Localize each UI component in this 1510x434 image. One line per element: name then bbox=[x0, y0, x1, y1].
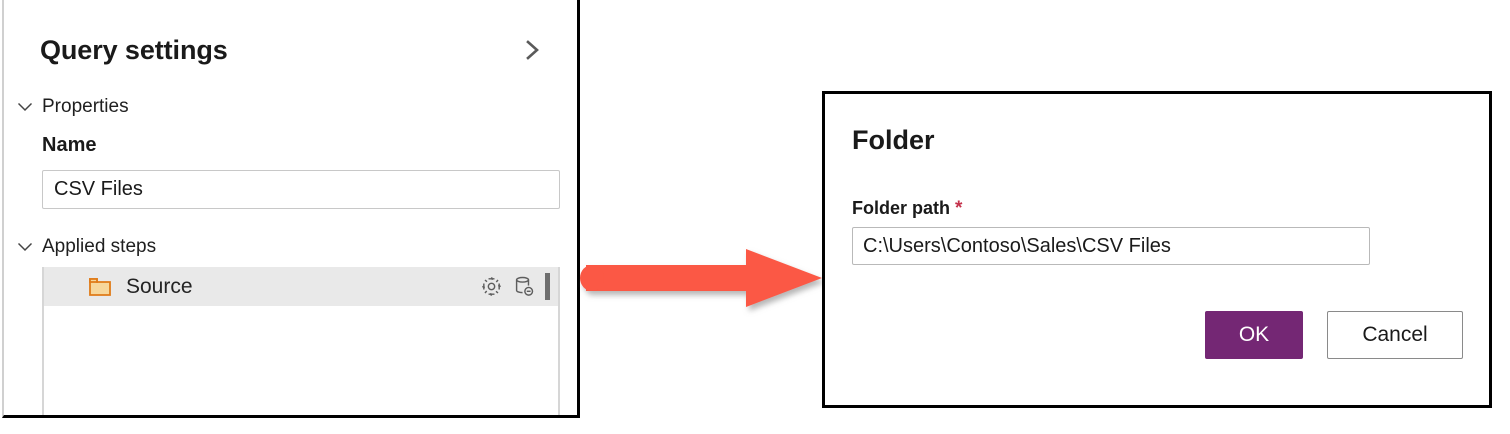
chevron-right-icon[interactable] bbox=[520, 37, 546, 63]
dialog-title: Folder bbox=[852, 125, 935, 155]
page-title: Query settings bbox=[40, 34, 228, 65]
folder-path-label-row: Folder path * bbox=[852, 198, 962, 220]
query-settings-header: Query settings bbox=[4, 22, 577, 78]
section-header-applied-steps[interactable]: Applied steps bbox=[18, 236, 156, 258]
name-label: Name bbox=[42, 134, 97, 156]
section-label-properties: Properties bbox=[42, 96, 129, 117]
step-selection-indicator bbox=[545, 273, 550, 300]
right-arrow-icon bbox=[578, 243, 834, 318]
cancel-button[interactable]: Cancel bbox=[1327, 311, 1463, 359]
folder-icon bbox=[88, 276, 112, 298]
applied-step-label: Source bbox=[126, 274, 193, 298]
folder-dialog: Folder Folder path * OK Cancel bbox=[822, 91, 1492, 408]
query-settings-panel: Query settings Properties Name Applied s… bbox=[2, 0, 580, 418]
applied-steps-list: Source bbox=[42, 267, 560, 415]
required-marker: * bbox=[955, 198, 963, 219]
cancel-button-label: Cancel bbox=[1362, 323, 1428, 346]
section-label-applied-steps: Applied steps bbox=[42, 236, 157, 257]
folder-path-input[interactable] bbox=[852, 227, 1370, 265]
ok-button-label: OK bbox=[1238, 323, 1270, 346]
chevron-down-icon bbox=[18, 100, 32, 114]
dialog-button-group: OK Cancel bbox=[1205, 311, 1463, 359]
applied-step-actions bbox=[479, 273, 558, 300]
chevron-down-icon bbox=[18, 240, 32, 254]
gear-icon[interactable] bbox=[479, 275, 503, 299]
section-header-properties[interactable]: Properties bbox=[18, 96, 129, 118]
database-minus-icon[interactable] bbox=[511, 275, 535, 299]
applied-step-row-source[interactable]: Source bbox=[44, 267, 558, 306]
ok-button[interactable]: OK bbox=[1205, 311, 1303, 359]
folder-path-label: Folder path bbox=[852, 198, 950, 218]
query-name-input[interactable] bbox=[42, 170, 560, 209]
